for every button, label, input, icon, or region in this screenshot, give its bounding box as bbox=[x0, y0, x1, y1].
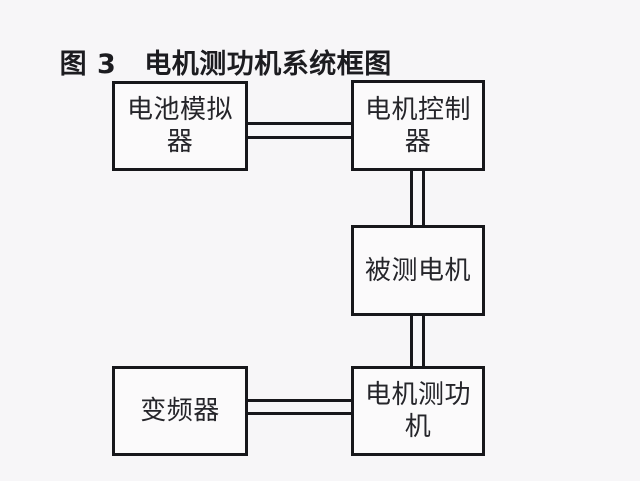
block-dynamometer-label: 电机测功机 bbox=[364, 380, 471, 442]
block-battery-simulator: 电池模拟器 bbox=[112, 81, 248, 171]
block-inverter-label: 变频器 bbox=[140, 396, 220, 426]
connector-inverter-dynamometer-line-1 bbox=[246, 399, 353, 402]
connector-battery-simulator-motor-controller-line-2 bbox=[246, 136, 353, 139]
block-motor-controller: 电机控制器 bbox=[351, 80, 485, 171]
block-battery-simulator-label: 电池模拟器 bbox=[126, 95, 233, 157]
connector-motor-controller-tested-motor-line-2 bbox=[422, 169, 425, 227]
figure-caption-title: 电机测功机系统框图 bbox=[144, 49, 392, 80]
figure-caption-label: 图 3 bbox=[59, 49, 117, 80]
block-dynamometer: 电机测功机 bbox=[351, 366, 485, 456]
block-motor-controller-label: 电机控制器 bbox=[364, 94, 471, 157]
connector-tested-motor-dynamometer-line-2 bbox=[422, 314, 425, 368]
connector-battery-simulator-motor-controller-line-1 bbox=[246, 122, 353, 125]
connector-tested-motor-dynamometer-line-1 bbox=[410, 314, 413, 368]
block-inverter: 变频器 bbox=[112, 366, 248, 456]
block-tested-motor-label: 被测电机 bbox=[364, 255, 471, 286]
connector-motor-controller-tested-motor-line-1 bbox=[410, 169, 413, 227]
block-tested-motor: 被测电机 bbox=[351, 225, 485, 316]
connector-inverter-dynamometer-line-2 bbox=[246, 412, 353, 415]
figure-caption: 图 3 电机测功机系统框图 bbox=[20, 14, 392, 116]
